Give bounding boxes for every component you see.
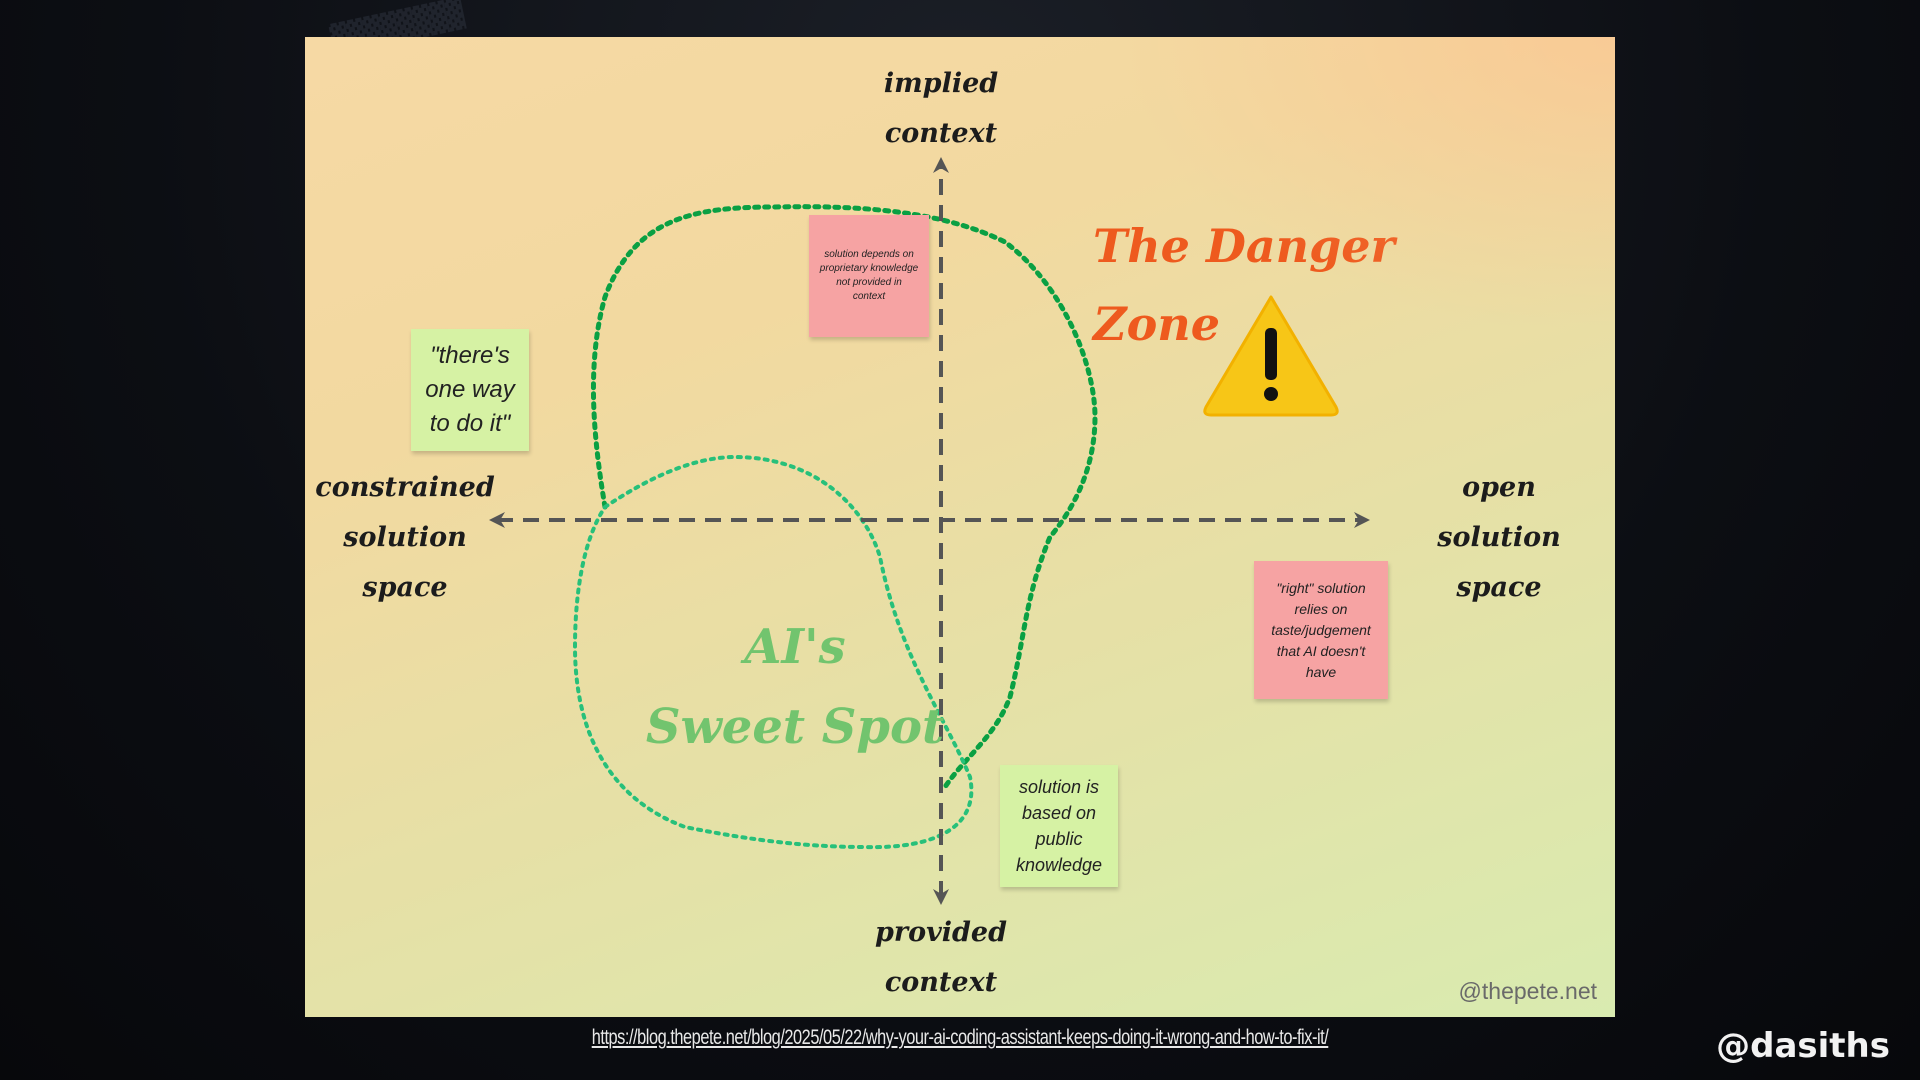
- source-link[interactable]: https://blog.thepete.net/blog/2025/05/22…: [591, 1026, 1329, 1049]
- sticky-note-one-way: "there's one way to do it": [411, 329, 529, 451]
- sticky-note-taste-text: "right" solution relies on taste/judgeme…: [1271, 579, 1371, 680]
- sticky-note-proprietary-text: solution depends on proprietary knowledg…: [819, 249, 919, 302]
- danger-zone-line2: Zone: [1093, 297, 1220, 351]
- diagram-canvas: [489, 157, 1370, 905]
- sticky-note-public-knowledge-text: solution is based on public knowledge: [1015, 777, 1103, 875]
- warning-icon: [1203, 295, 1339, 417]
- sweet-spot-title: AI's Sweet Spot: [635, 607, 955, 767]
- axis-label-bottom: provided context: [861, 908, 1021, 1008]
- axis-label-bottom-line2: context: [884, 967, 998, 998]
- sticky-note-proprietary: solution depends on proprietary knowledg…: [809, 215, 929, 337]
- axis-label-bottom-line1: provided: [875, 917, 1007, 948]
- axis-label-left-line1: constrained: [315, 472, 495, 503]
- axis-label-left-line2: solution space: [343, 522, 467, 603]
- image-credit: @thepete.net: [1458, 978, 1597, 1004]
- danger-zone-line1: The Danger: [1093, 219, 1395, 273]
- sweet-spot-line2: Sweet Spot: [645, 699, 945, 755]
- axis-label-right-line1: open: [1462, 472, 1536, 503]
- axis-label-left: constrained solution space: [305, 463, 505, 613]
- axis-label-top-line2: context: [884, 118, 998, 149]
- axis-label-right: open solution space: [1401, 463, 1597, 613]
- presenter-handle: @dasiths: [1716, 1026, 1890, 1066]
- danger-zone-title: The Danger Zone: [1093, 207, 1395, 363]
- danger-zone-outline: [590, 204, 1098, 790]
- sticky-note-taste: "right" solution relies on taste/judgeme…: [1254, 561, 1388, 699]
- axis-label-top-line1: implied: [883, 68, 999, 99]
- sweet-spot-line1: AI's: [744, 619, 846, 675]
- axis-label-top: implied context: [861, 59, 1021, 159]
- sticky-note-one-way-text: "there's one way to do it": [425, 342, 515, 437]
- axis-label-right-line2: solution space: [1437, 522, 1561, 603]
- sticky-note-public-knowledge: solution is based on public knowledge: [1000, 765, 1118, 887]
- sweet-spot-outline: [572, 454, 974, 850]
- slide-image: implied context provided context constra…: [305, 37, 1615, 1017]
